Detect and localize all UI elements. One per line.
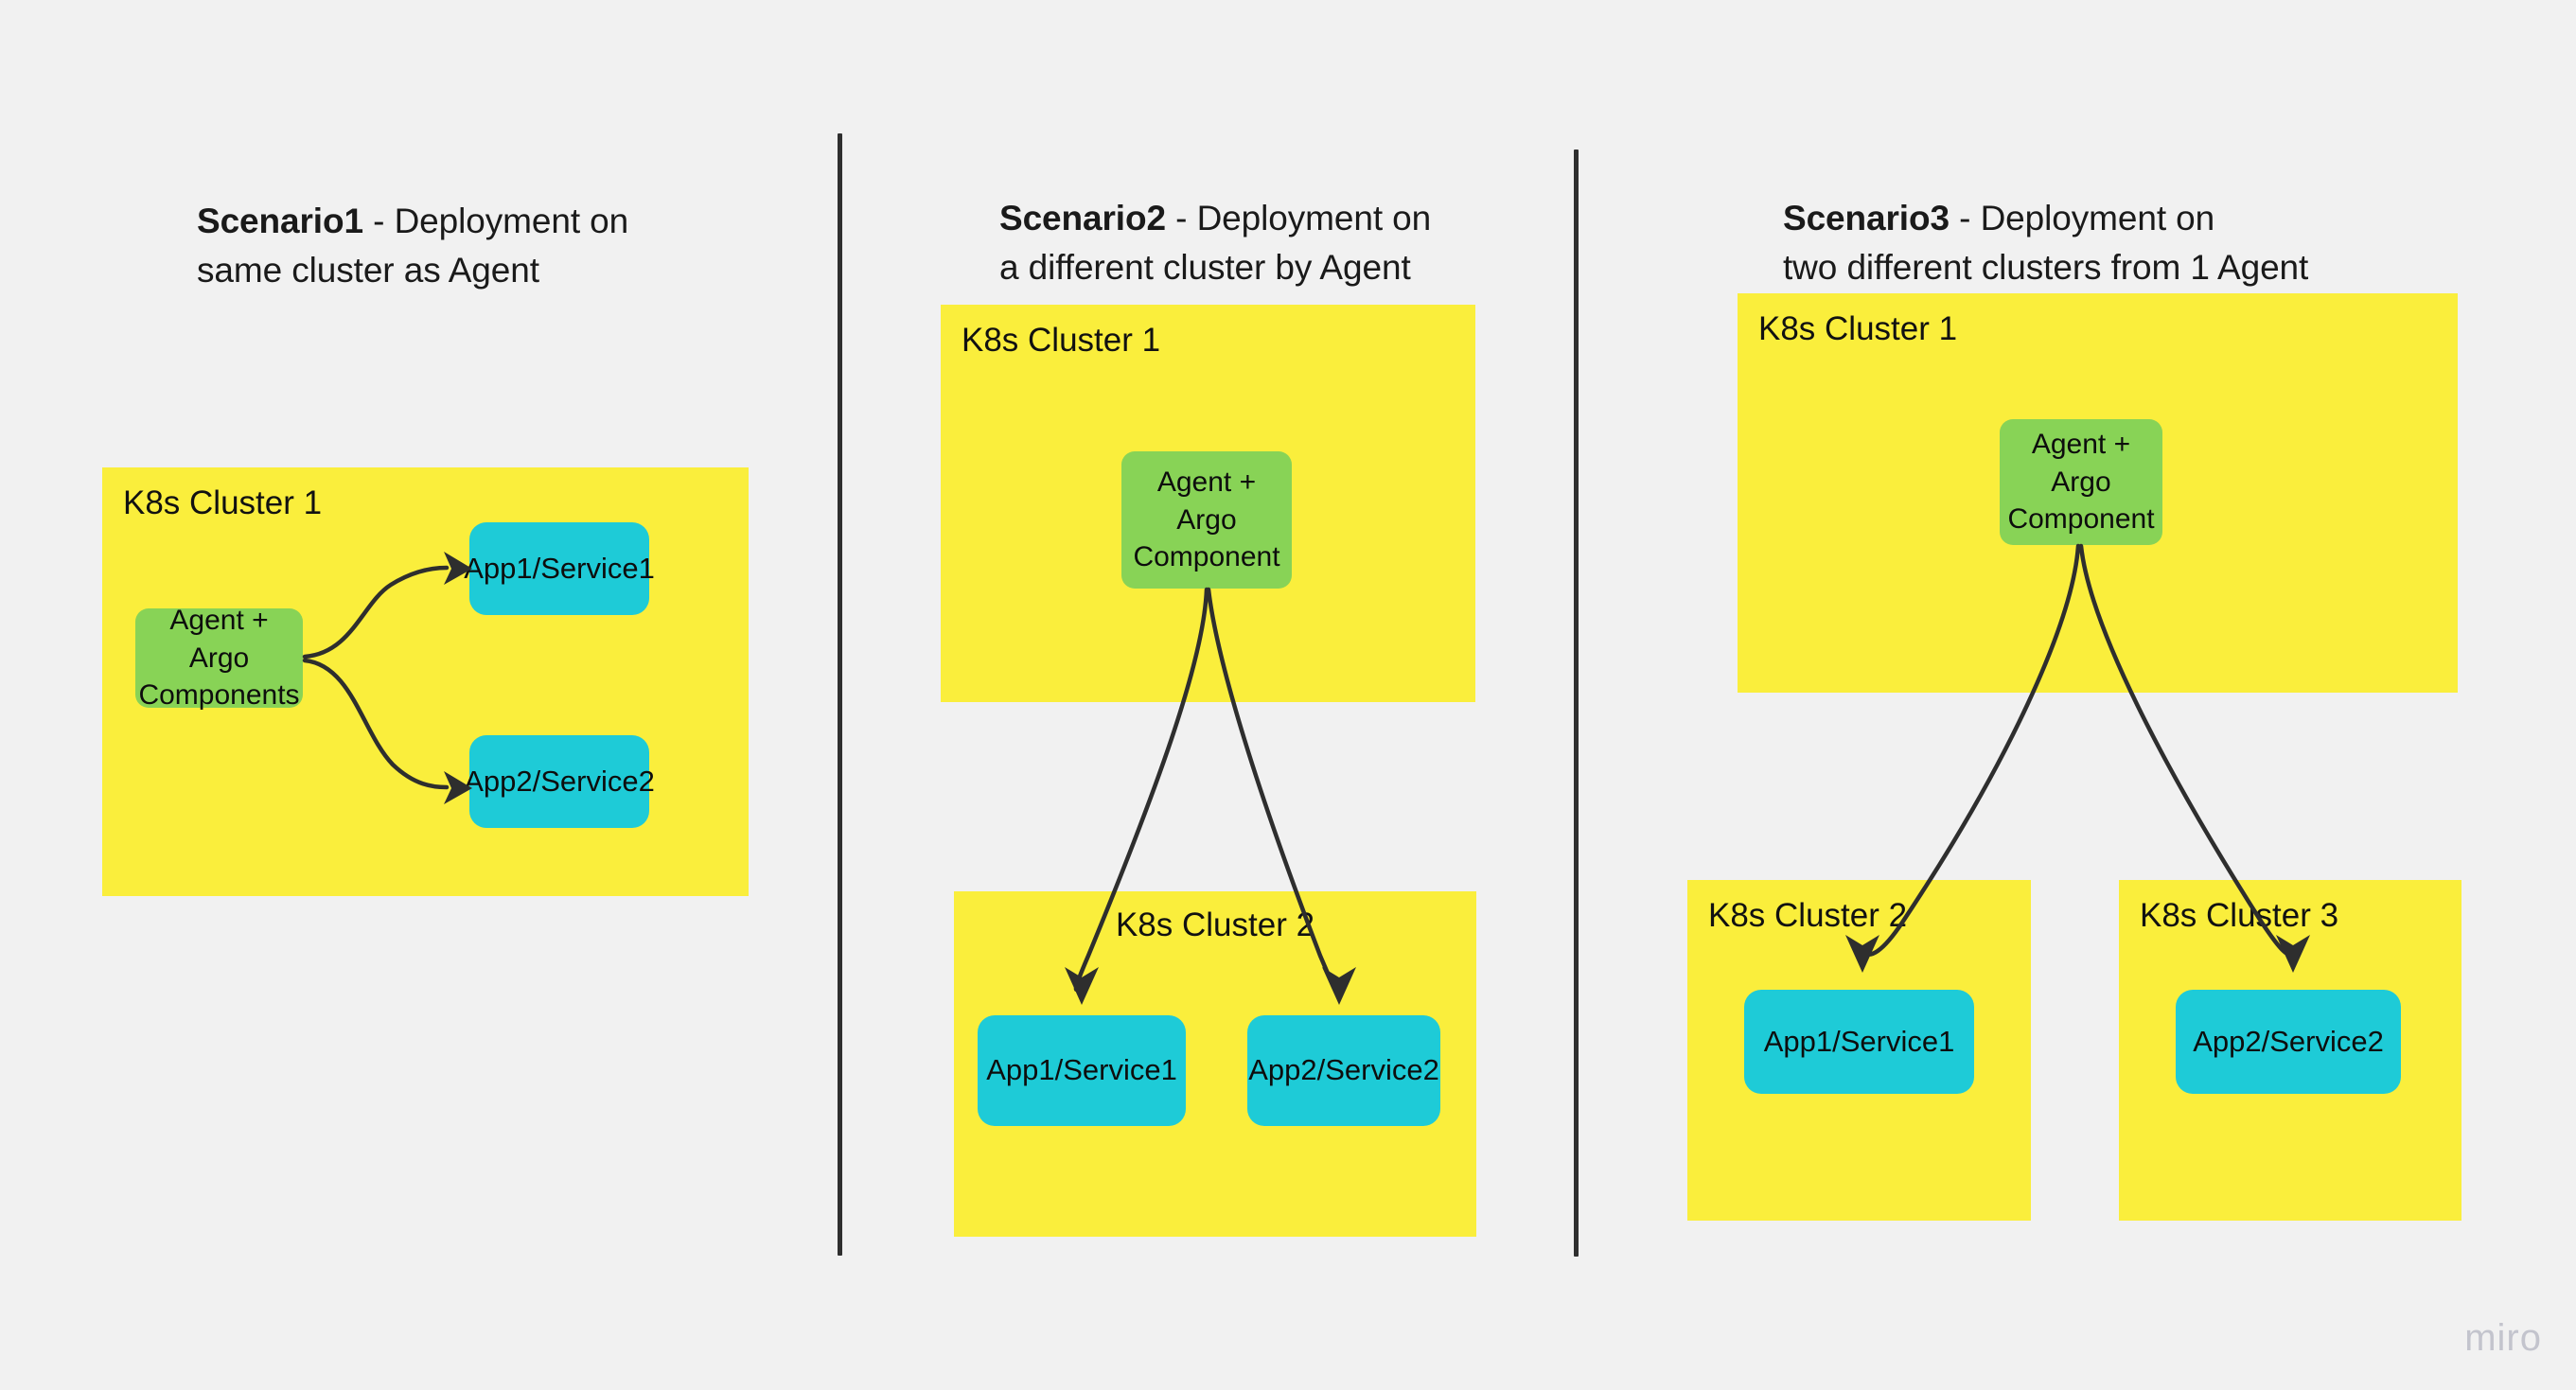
cluster-label-s3-cluster2: K8s Cluster 2 <box>1708 897 1908 934</box>
panel-divider-1 <box>838 133 842 1256</box>
panel-title-scenario3-strong: Scenario3 <box>1783 198 1950 238</box>
cluster-label-s2-cluster1: K8s Cluster 1 <box>962 322 1161 359</box>
panel-title-scenario1-rest: - Deployment on same cluster as Agent <box>197 201 629 290</box>
node-s3-app1[interactable]: App1/Service1 <box>1744 990 1974 1094</box>
panel-divider-2 <box>1574 150 1579 1257</box>
node-s2-app1[interactable]: App1/Service1 <box>978 1015 1186 1126</box>
node-s2-agent[interactable]: Agent + Argo Component <box>1121 451 1292 589</box>
panel-title-scenario1: Scenario1 - Deployment on same cluster a… <box>197 147 628 296</box>
node-s1-app2[interactable]: App2/Service2 <box>464 735 655 828</box>
node-s3-app2[interactable]: App2/Service2 <box>2176 990 2401 1094</box>
cluster-label-s1-cluster1: K8s Cluster 1 <box>123 484 323 521</box>
panel-title-scenario3: Scenario3 - Deployment on two different … <box>1783 144 2308 293</box>
panel-title-scenario1-strong: Scenario1 <box>197 201 363 240</box>
panel-title-scenario3-rest: - Deployment on two different clusters f… <box>1783 198 2309 288</box>
panel-title-scenario2-rest: - Deployment on a different cluster by A… <box>999 198 1432 288</box>
cluster-label-s3-cluster1: K8s Cluster 1 <box>1758 310 1958 347</box>
panel-title-scenario2-strong: Scenario2 <box>999 198 1166 238</box>
node-s1-app1[interactable]: App1/Service1 <box>464 522 655 615</box>
node-s1-agent[interactable]: Agent + Argo Components <box>135 605 303 711</box>
node-s3-agent[interactable]: Agent + Argo Component <box>2000 419 2162 545</box>
node-s2-app2[interactable]: App2/Service2 <box>1247 1015 1440 1126</box>
panel-title-scenario2: Scenario2 - Deployment on a different cl… <box>999 144 1431 293</box>
cluster-label-s3-cluster3: K8s Cluster 3 <box>2140 897 2339 934</box>
cluster-label-s2-cluster2: K8s Cluster 2 <box>1115 906 1315 943</box>
miro-watermark: miro <box>2464 1317 2542 1359</box>
